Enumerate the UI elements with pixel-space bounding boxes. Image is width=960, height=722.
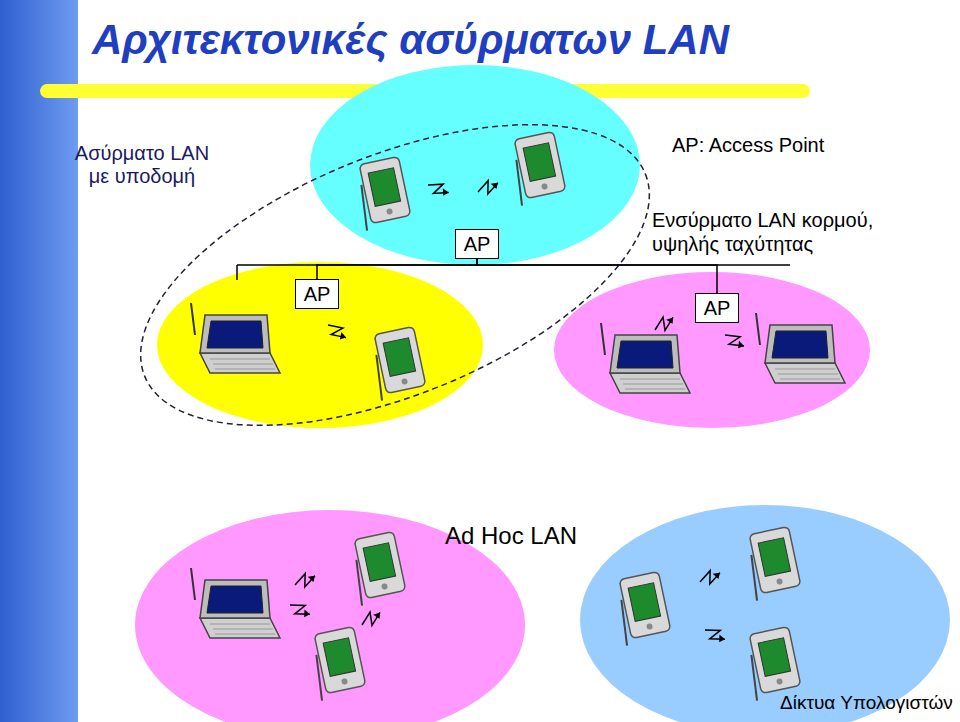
slide-title: Αρχιτεκτονικές ασύρματων LAN — [92, 16, 729, 64]
node-text: AP — [464, 233, 491, 255]
access-point-box: AP — [455, 229, 500, 259]
text-label: Δίκτυα Υπολογιστών — [780, 692, 953, 714]
text-label: Ad Hoc LAN — [445, 522, 577, 550]
node-text: AP — [704, 297, 731, 319]
text-label: Ασύρματο LAN με υποδομή — [67, 142, 217, 188]
access-point-box: AP — [295, 279, 340, 309]
text-label: Ενσύρματο LAN κορμού, υψηλής ταχύτητας — [652, 208, 902, 256]
access-point-box: AP — [695, 293, 740, 323]
text-label: AP: Access Point — [672, 134, 824, 157]
backbone-wire — [477, 259, 717, 293]
node-text: AP — [304, 283, 331, 305]
backbone-wire — [317, 259, 477, 279]
